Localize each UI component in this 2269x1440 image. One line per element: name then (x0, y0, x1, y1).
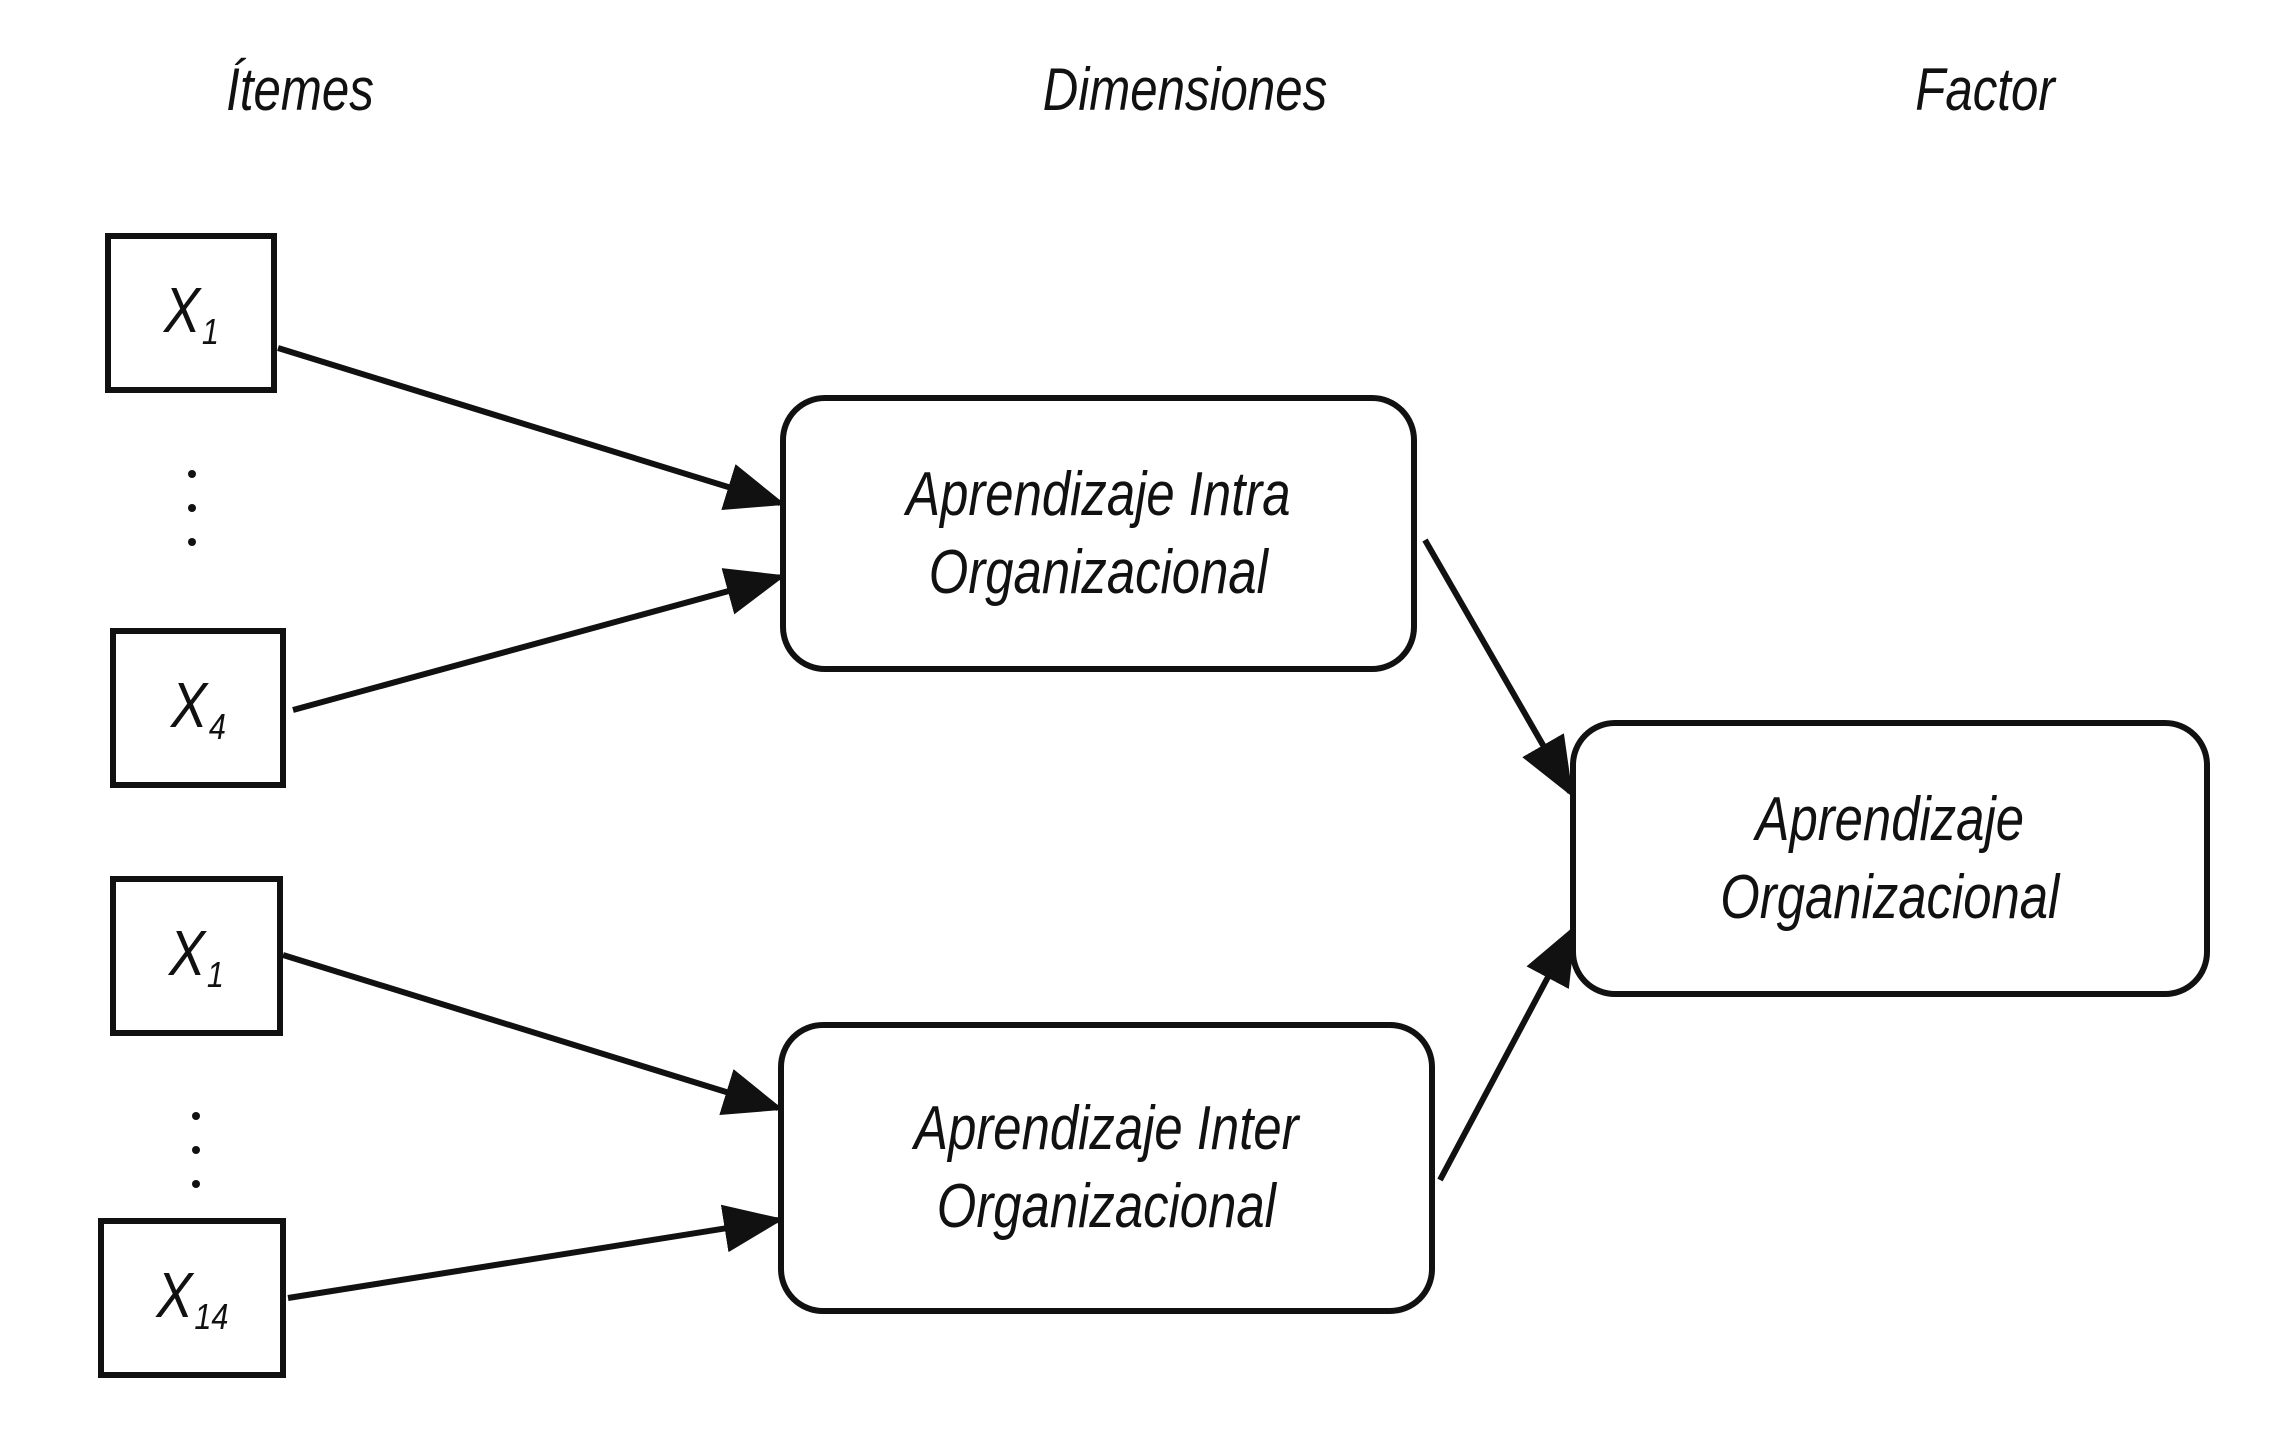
header-items: Ítemes (226, 56, 374, 123)
arrow-intra-to-factor (1422, 538, 1573, 798)
ellipsis-vertical-top (188, 470, 198, 572)
item-subscript: 14 (193, 1296, 229, 1337)
item-var: X (163, 274, 200, 346)
arrow-inter-to-factor (1437, 924, 1576, 1182)
item-box-x1: X1 (105, 233, 277, 393)
dimension-box-inter: Aprendizaje Inter Organizacional (778, 1022, 1435, 1314)
item-box-x4: X4 (110, 628, 286, 788)
arrow-x1-to-intra (277, 345, 786, 511)
item-var: X (170, 669, 207, 741)
header-factor: Factor (1915, 56, 2055, 123)
dimension-inter-line2: Organizacional (936, 1172, 1277, 1241)
item-subscript: 1 (206, 954, 225, 995)
arrow-x14-to-inter (287, 1204, 784, 1301)
dimension-intra-line1: Aprendizaje Intra (906, 459, 1291, 529)
factor-line2: Organizacional (1720, 862, 2060, 932)
factor-box: Aprendizaje Organizacional (1570, 720, 2210, 997)
item-subscript: 4 (208, 706, 226, 747)
arrow-x4-to-intra (292, 568, 786, 713)
item-var: X (168, 917, 206, 989)
ellipsis-vertical-bottom (192, 1112, 202, 1214)
header-dimensions: Dimensiones (1042, 56, 1328, 123)
item-box-x14: X14 (98, 1218, 286, 1378)
factor-line1: Aprendizaje (1755, 784, 2025, 854)
item-var: X (155, 1259, 193, 1331)
dimension-box-intra: Aprendizaje Intra Organizacional (780, 395, 1417, 672)
arrow-x1b-to-inter (282, 952, 784, 1115)
dimension-intra-line2: Organizacional (928, 537, 1269, 607)
item-subscript: 1 (201, 311, 219, 352)
dimension-inter-line1: Aprendizaje Inter (914, 1094, 1299, 1163)
item-box-x1-second: X1 (110, 876, 283, 1036)
